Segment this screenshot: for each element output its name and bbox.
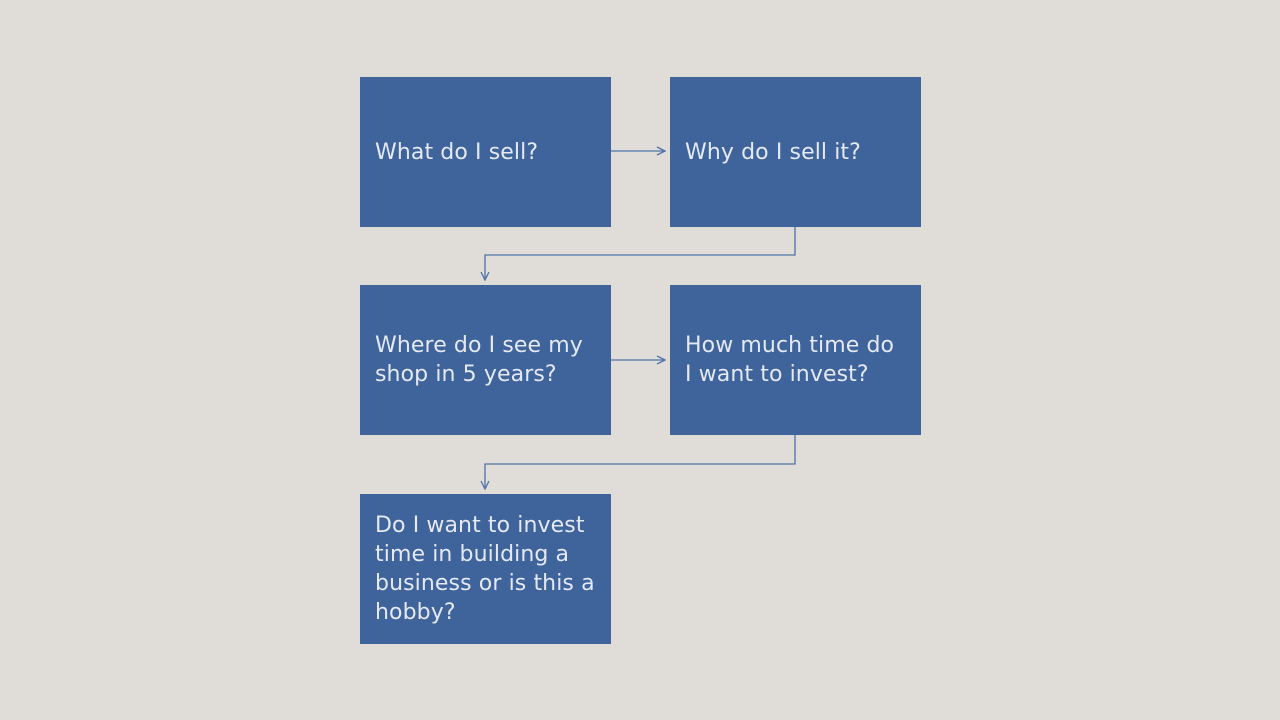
flow-step-business-or-hobby: Do I want to invest time in building a b… bbox=[360, 494, 611, 644]
connector-step2-to-step3 bbox=[485, 227, 796, 280]
flow-step-label: What do I sell? bbox=[375, 139, 539, 165]
flow-step-what-do-i-sell: What do I sell? bbox=[360, 77, 611, 227]
flow-step-where-in-5-years: Where do I see my shop in 5 years? bbox=[360, 285, 611, 435]
flow-step-label: Why do I sell it? bbox=[685, 139, 861, 165]
flow-step-label: Do I want to invest time in building a b… bbox=[375, 513, 595, 625]
connector-step4-to-step5 bbox=[485, 435, 796, 489]
flow-step-why-do-i-sell-it: Why do I sell it? bbox=[670, 77, 921, 227]
flow-step-label: How much time do I want to invest? bbox=[685, 333, 895, 387]
flow-step-label: Where do I see my shop in 5 years? bbox=[375, 333, 583, 387]
flow-step-how-much-time: How much time do I want to invest? bbox=[670, 285, 921, 435]
